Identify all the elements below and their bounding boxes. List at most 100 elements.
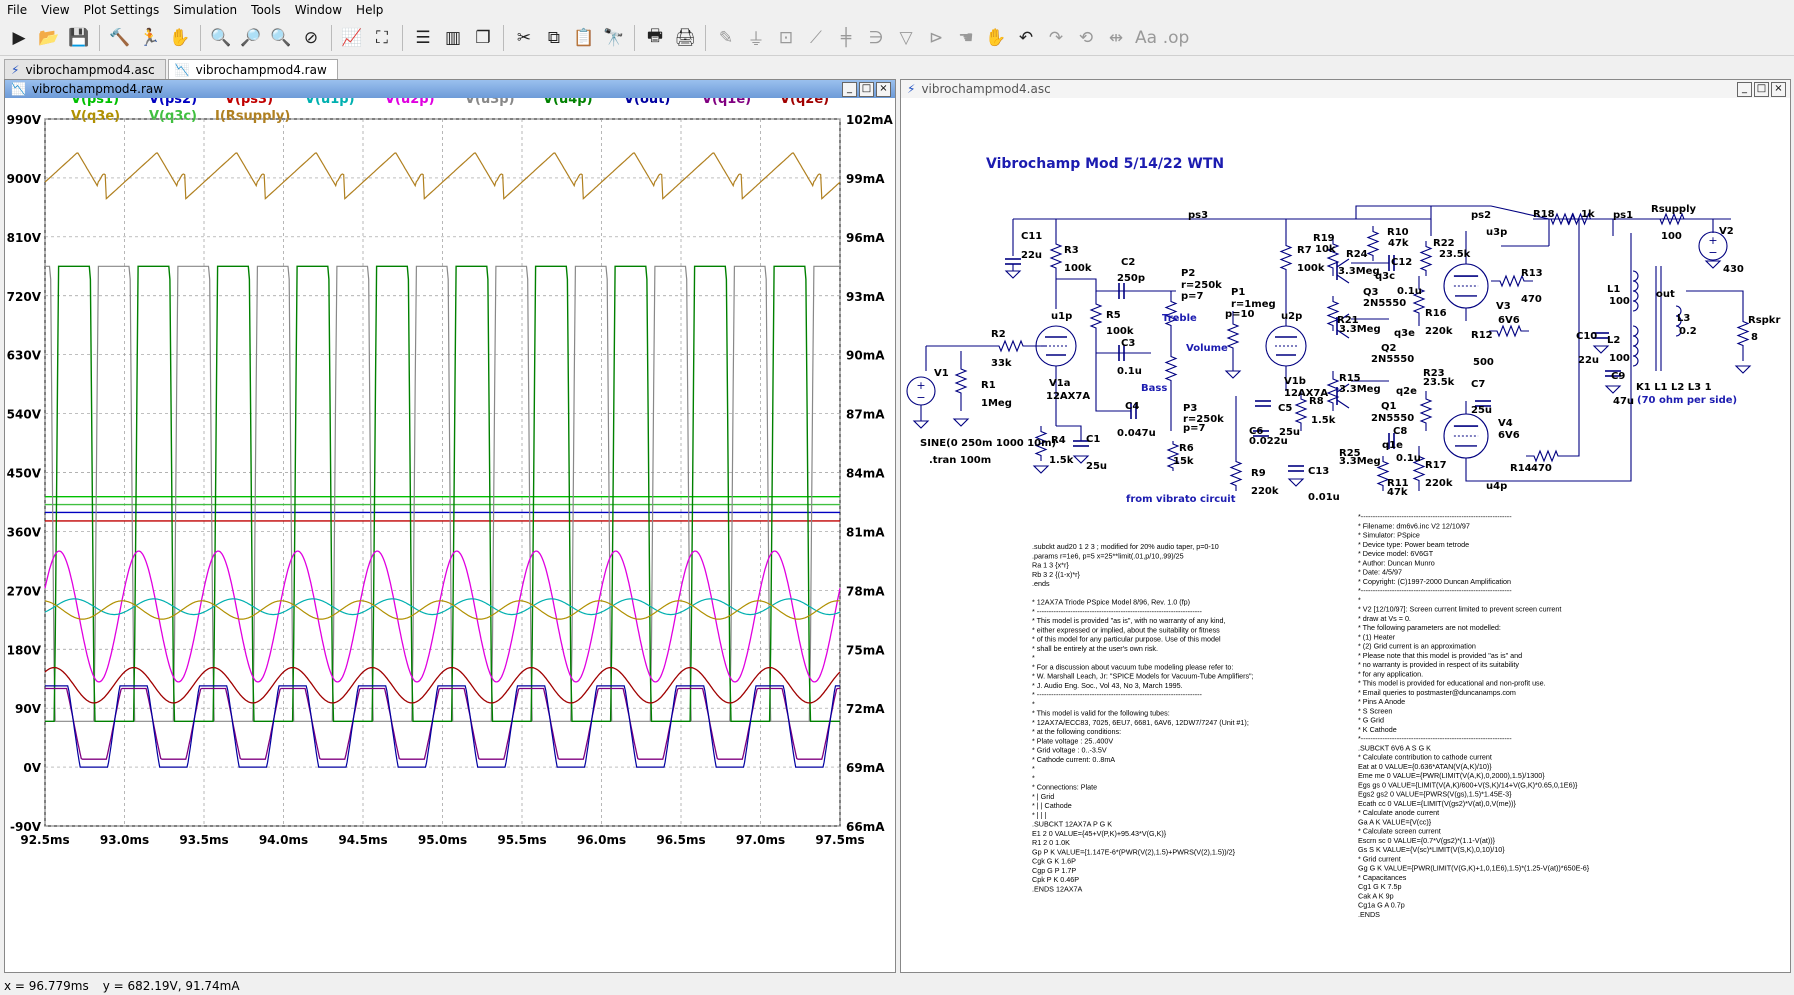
menu-item-tools[interactable]: Tools [251, 3, 281, 17]
tab-waveform[interactable]: 📉 vibrochampmod4.raw [167, 59, 338, 79]
mirror-icon[interactable]: ⇹ [1108, 27, 1124, 48]
legend-entry[interactable]: V(u4p) [543, 98, 593, 107]
resistor-symbol[interactable] [1164, 336, 1178, 401]
zoom-cancel-icon[interactable]: ⊘ [303, 27, 319, 48]
control-panel-icon[interactable]: 🔨 [109, 27, 131, 48]
trace-vq3e[interactable] [44, 600, 841, 620]
copy-icon[interactable]: ⧉ [547, 27, 561, 48]
legend-entry[interactable]: V(u1p) [305, 98, 355, 107]
minimize-button[interactable]: _ [1737, 82, 1752, 97]
resistor-symbol[interactable] [1419, 391, 1433, 431]
close-button[interactable]: × [876, 82, 891, 97]
paste-icon[interactable]: 📋 [573, 27, 595, 48]
maximize-button[interactable]: □ [1754, 82, 1769, 97]
wire[interactable] [1686, 290, 1744, 306]
resistor-symbol[interactable] [1279, 236, 1293, 279]
cascade-icon[interactable]: ❐ [475, 27, 491, 48]
waveform-plot[interactable]: V(ps1)V(ps2)V(ps3)V(u1p)V(u2p)V(u3p)V(u4… [5, 98, 895, 972]
legend-entry[interactable]: V(q3e) [71, 109, 120, 124]
legend-entry[interactable]: V(q2e) [780, 98, 829, 107]
legend-entry[interactable]: V(q1e) [702, 98, 751, 107]
trace-vu2p[interactable] [44, 550, 841, 683]
resistor-symbol[interactable] [1326, 371, 1340, 411]
schematic-heading[interactable]: Vibrochamp Mod 5/14/22 WTN [986, 156, 1224, 172]
resistor-symbol[interactable] [1326, 236, 1340, 276]
trace-vu1p[interactable] [44, 598, 841, 616]
trace-irsupply[interactable] [44, 152, 841, 200]
text-icon[interactable]: Aa [1134, 27, 1158, 48]
resistor-symbol[interactable] [1419, 241, 1433, 276]
move-icon[interactable]: ☚ [958, 27, 974, 48]
resistor-symbol[interactable] [954, 351, 968, 411]
tile-horizontal-icon[interactable]: ☰ [415, 27, 431, 48]
resistor-symbol[interactable] [1326, 296, 1340, 331]
wire[interactable] [1095, 353, 1131, 412]
menu-item-help[interactable]: Help [356, 3, 384, 17]
print-setup-icon[interactable]: 🖨 [674, 27, 696, 48]
drag-icon[interactable]: ✋ [985, 27, 1007, 48]
trace-vu4p[interactable] [45, 265, 840, 722]
minimize-button[interactable]: _ [842, 82, 857, 97]
halt-icon[interactable]: ✋ [169, 27, 191, 48]
resistor-symbol[interactable] [1166, 441, 1180, 471]
resistor-symbol[interactable] [1226, 311, 1240, 361]
menu-item-plot-settings[interactable]: Plot Settings [83, 3, 160, 17]
resistor-symbol[interactable] [1491, 274, 1533, 288]
maximize-button[interactable]: □ [859, 82, 874, 97]
resistor-symbol[interactable] [1736, 306, 1750, 361]
resistor-symbol[interactable] [1526, 449, 1566, 463]
capacitor-icon[interactable]: ╪ [840, 27, 852, 48]
resistor-symbol[interactable] [1034, 426, 1048, 461]
inductor-icon[interactable]: ∋ [868, 27, 884, 48]
zoom-in-icon[interactable]: 🔍 [210, 27, 232, 48]
inductor-symbol[interactable] [1632, 325, 1639, 367]
ground-icon[interactable]: ⏚ [747, 30, 765, 50]
resistor-symbol[interactable] [1229, 456, 1243, 491]
resistor-symbol[interactable] [1049, 233, 1063, 279]
wire[interactable] [1355, 205, 1431, 219]
resistor-symbol[interactable] [1638, 212, 1706, 226]
legend-entry[interactable]: V(ps2) [149, 98, 197, 107]
menu-item-simulation[interactable]: Simulation [173, 3, 238, 17]
tab-schematic[interactable]: ⚡ vibrochampmod4.asc [4, 59, 166, 79]
resistor-symbol[interactable] [1412, 276, 1426, 326]
cut-icon[interactable]: ✂ [516, 27, 532, 48]
wire[interactable] [1566, 219, 1580, 457]
legend-entry[interactable]: V(ps3) [225, 98, 273, 107]
wire-icon[interactable]: ✎ [718, 27, 734, 48]
diode-icon[interactable]: ▽ [899, 27, 913, 48]
wire[interactable] [1465, 233, 1632, 482]
resistor-symbol[interactable] [1089, 291, 1103, 341]
run-sim-icon[interactable]: 🏃 [139, 27, 161, 48]
run-icon[interactable]: ▶ [12, 27, 26, 48]
tile-vertical-icon[interactable]: ▥ [444, 27, 462, 48]
legend-entry[interactable]: V(q3c) [149, 109, 197, 124]
open-icon[interactable]: 📂 [38, 27, 60, 48]
trace-vq2e[interactable] [44, 666, 841, 704]
spice-directive-icon[interactable]: .op [1162, 27, 1190, 48]
resistor-symbol[interactable] [1164, 291, 1178, 336]
close-button[interactable]: × [1771, 82, 1786, 97]
zoom-out-icon[interactable]: 🔍 [270, 27, 292, 48]
legend-entry[interactable]: V(ps1) [71, 98, 119, 107]
resistor-symbol[interactable] [1366, 226, 1380, 261]
menu-item-view[interactable]: View [41, 3, 70, 17]
rotate-icon[interactable]: ⟲ [1078, 27, 1094, 48]
menu-item-file[interactable]: File [7, 3, 28, 17]
trace-vu3p[interactable] [45, 265, 840, 722]
find-icon[interactable]: 🔭 [603, 27, 625, 48]
label-icon[interactable]: ⊡ [778, 27, 794, 48]
voltage-source-symbol[interactable] [1698, 231, 1728, 261]
resistor-symbol[interactable] [1376, 456, 1390, 491]
vacuum-tube-symbol[interactable] [1265, 325, 1307, 367]
wire[interactable] [1056, 278, 1176, 292]
wire[interactable] [1056, 425, 1082, 441]
inductor-symbol[interactable] [1632, 270, 1639, 312]
legend-entry[interactable]: V(u2p) [385, 98, 435, 107]
pick-visible-icon[interactable]: ⛶ [376, 27, 388, 48]
resistor-symbol[interactable] [1489, 324, 1529, 338]
zoom-full-icon[interactable]: 🔎 [240, 27, 262, 48]
autorange-icon[interactable]: 📈 [341, 27, 363, 48]
save-icon[interactable]: 💾 [68, 27, 90, 48]
